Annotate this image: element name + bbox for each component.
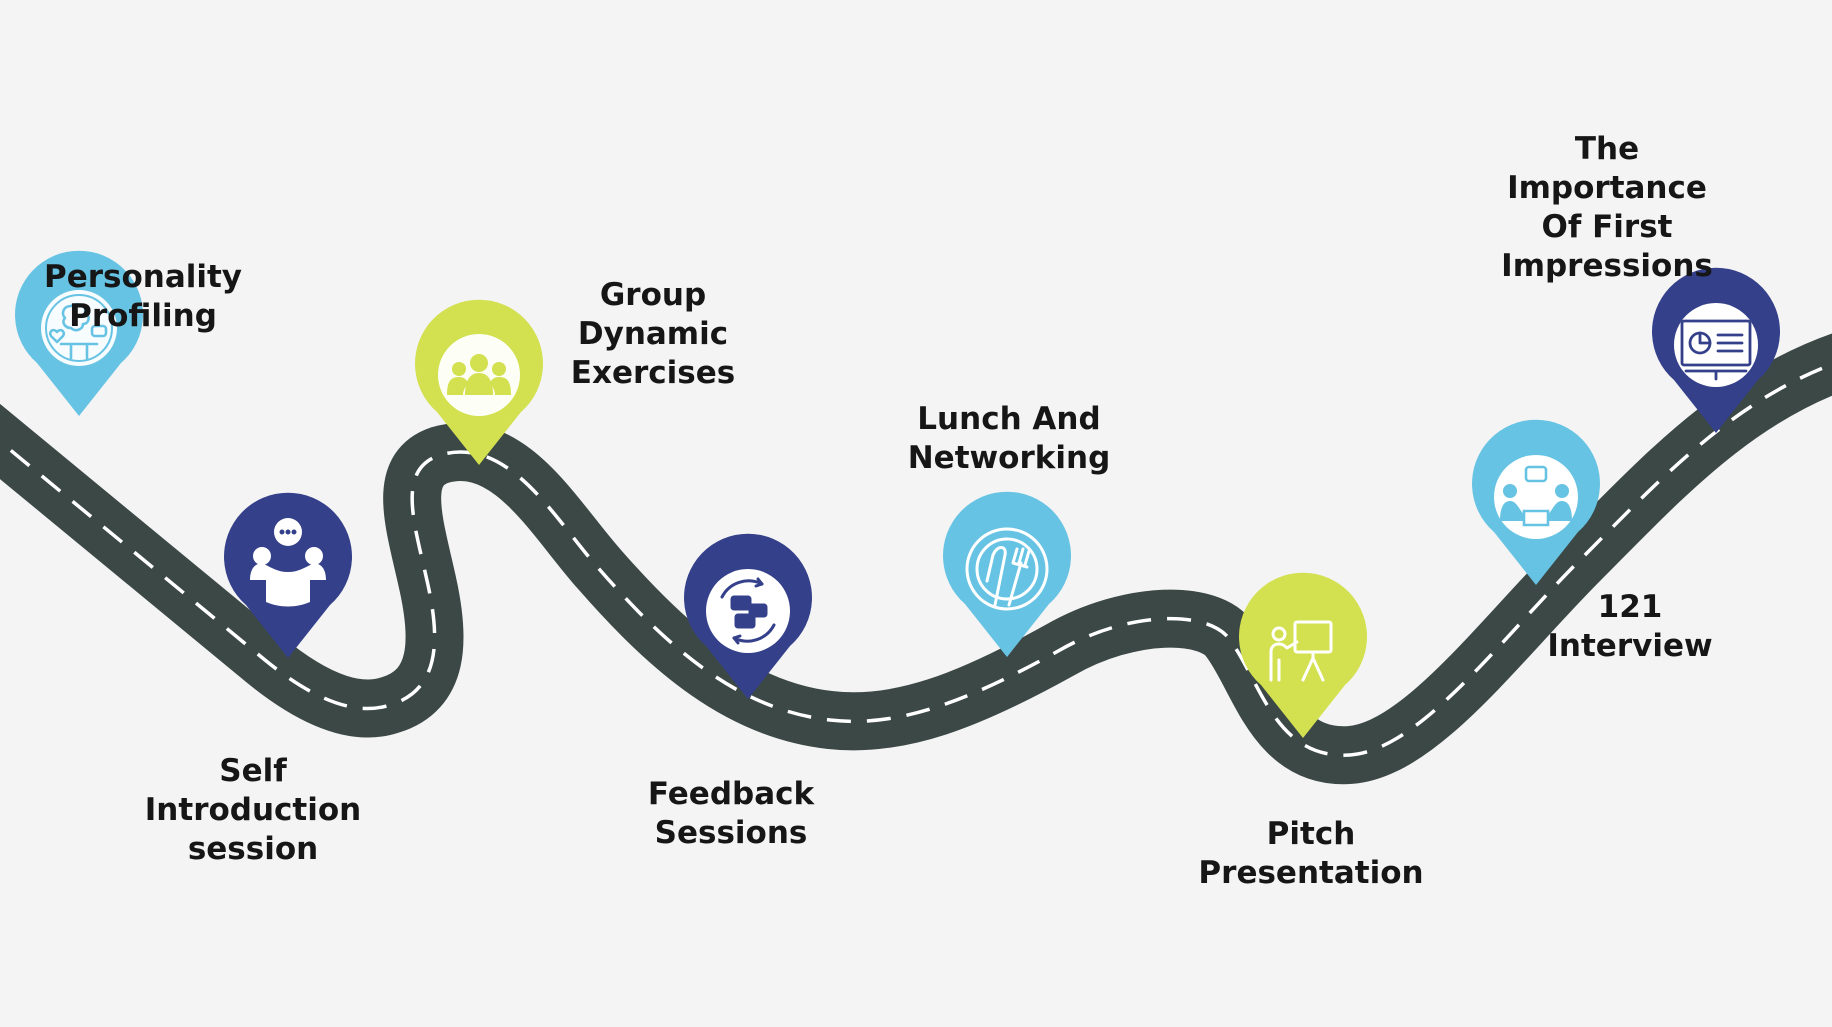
label-line: Self	[219, 753, 287, 789]
label-line: Group	[599, 277, 707, 313]
stop-label-feedback-sessions: Feedback Sessions	[648, 775, 814, 853]
label-line: Introduction	[144, 792, 362, 828]
people-conversation-icon	[250, 518, 326, 607]
pin-feedback-sessions	[684, 533, 812, 699]
pin-first-impressions	[1652, 267, 1780, 433]
plate-cutlery-icon	[965, 527, 1049, 611]
label-line: Networking	[907, 440, 1111, 476]
label-line: Of First	[1541, 209, 1673, 245]
label-line: Presentation	[1198, 855, 1424, 891]
feedback-cycle-icon	[720, 577, 776, 645]
pin-lunch-networking	[943, 491, 1071, 657]
presenter-board-icon	[1269, 620, 1333, 682]
label-line: Sessions	[654, 815, 808, 851]
pin-self-introduction	[224, 492, 352, 658]
label-line: Interview	[1547, 628, 1713, 664]
road-center-dash	[0, 362, 1832, 757]
stop-label-121-interview: 121 Interview	[1547, 588, 1712, 666]
stop-label-first-impressions: The Importance Of First Impressions	[1501, 130, 1713, 286]
stop-label-personality-profiling: Personality Profiling	[44, 258, 242, 336]
label-line: session	[187, 831, 319, 867]
pin-121-interview	[1472, 419, 1600, 585]
road	[0, 333, 1832, 785]
group-people-icon	[447, 354, 511, 395]
pin-pitch-presentation	[1239, 572, 1367, 738]
stop-label-lunch-networking: Lunch And Networking	[908, 400, 1111, 478]
pin-group-dynamic	[415, 299, 543, 465]
pin-marker	[943, 491, 1071, 657]
pin-marker	[1239, 572, 1367, 738]
label-line: Impressions	[1501, 248, 1713, 284]
interview-desk-icon	[1500, 465, 1572, 527]
pin-personality-profiling	[15, 250, 144, 416]
label-line: Profiling	[69, 298, 217, 334]
stop-label-group-dynamic: Group Dynamic Exercises	[571, 276, 735, 393]
label-line: Dynamic	[577, 316, 729, 352]
pins	[15, 250, 1780, 738]
label-line: Exercises	[570, 355, 736, 391]
brain-heart-chat-icon	[45, 294, 113, 362]
label-line: Lunch And	[917, 401, 1101, 437]
pin-inner-circle	[41, 290, 117, 366]
stop-label-self-introduction: Self Introduction session	[145, 752, 361, 869]
label-line: Personality	[43, 259, 243, 295]
presentation-chart-icon	[1680, 319, 1752, 381]
stop-label-pitch-presentation: Pitch Presentation	[1198, 815, 1423, 893]
label-line: Importance	[1507, 170, 1707, 206]
label-line: Pitch	[1266, 816, 1356, 852]
label-line: The	[1574, 131, 1640, 167]
label-line: 121	[1597, 589, 1663, 625]
label-line: Feedback	[647, 776, 815, 812]
